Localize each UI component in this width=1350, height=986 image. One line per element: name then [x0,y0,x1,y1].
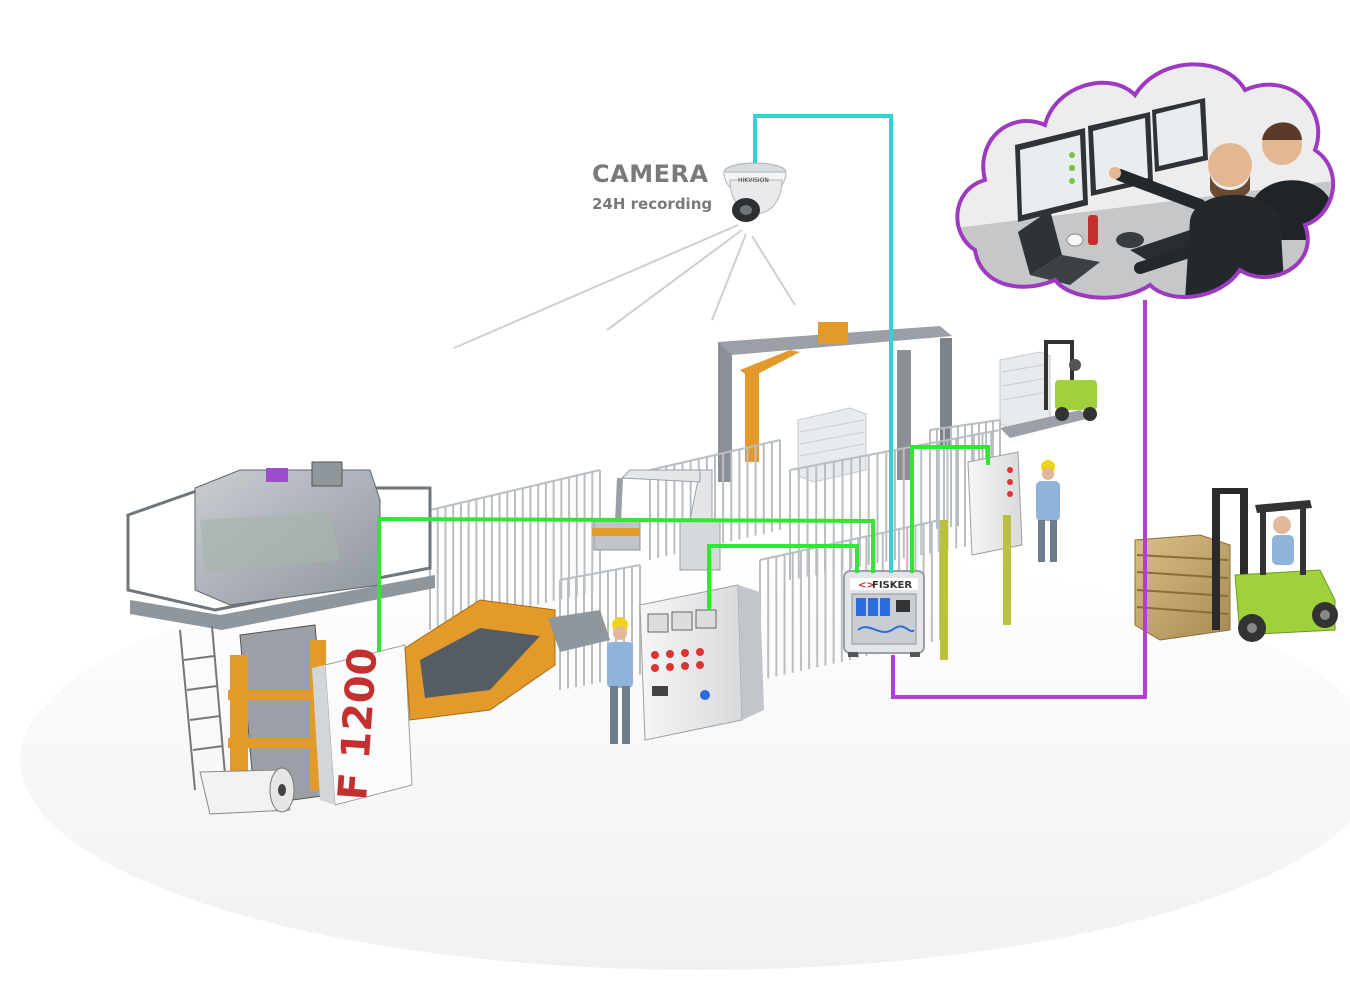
camera-title: CAMERA [592,160,709,188]
svg-text:HIKVISION: HIKVISION [738,177,769,184]
camera-view-lines [453,224,796,349]
fence-rail [649,439,781,471]
control-box-icon: <> FISKER [843,570,925,657]
bagging-machine: F 1200 [126,461,610,815]
dome-camera-icon: HIKVISION [723,162,787,222]
svg-text:FISKER: FISKER [872,580,912,591]
control-cabinet [639,584,764,741]
forklift-background [1044,340,1097,421]
machine-model-label: F 1200 [330,646,387,801]
worker-right [1036,460,1060,562]
svg-text:F 1200: F 1200 [330,646,387,801]
secondary-panel [940,451,1023,660]
forklift-foreground [1134,488,1338,642]
camera-subtitle: 24H recording [592,195,713,213]
worker-center [607,617,633,744]
fence-rail [429,469,601,511]
fence-rail [559,564,641,581]
remote-link [891,300,1147,699]
pallet-wrapper [718,322,1090,483]
fence-rail [929,419,1001,431]
control-links [377,445,990,652]
cloud-remote-team-icon [955,62,1335,300]
ethernet-link [753,114,893,573]
svg-text:<>: <> [858,580,875,591]
